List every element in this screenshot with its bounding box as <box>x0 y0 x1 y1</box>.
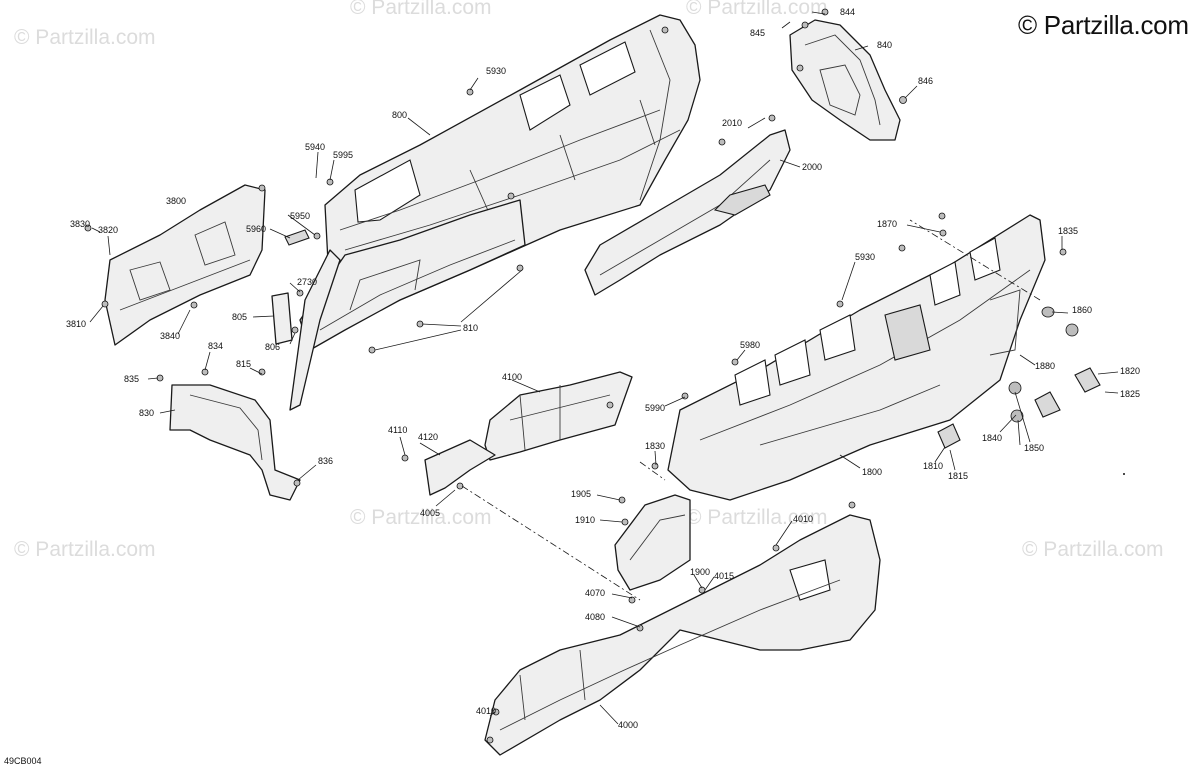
watermark: © Partzilla.com <box>686 0 828 19</box>
callout-1810: 1810 <box>923 461 943 471</box>
callout-815: 815 <box>236 359 251 369</box>
callout-5995: 5995 <box>333 150 353 160</box>
callout-5930-right: 5930 <box>855 252 875 262</box>
callout-3800: 3800 <box>166 196 186 206</box>
part-1860-grommets <box>937 306 1101 449</box>
callout-4010-lower: 4010 <box>476 706 496 716</box>
callout-1835: 1835 <box>1058 226 1078 236</box>
callout-4070: 4070 <box>585 588 605 598</box>
callout-1825: 1825 <box>1120 389 1140 399</box>
part-4100-box <box>401 371 633 496</box>
watermark: © Partzilla.com <box>14 538 156 561</box>
callout-1880: 1880 <box>1035 361 1055 371</box>
watermark: © Partzilla.com <box>350 506 492 529</box>
callout-1800: 1800 <box>862 467 882 477</box>
callout-4120: 4120 <box>418 432 438 442</box>
callout-1850: 1850 <box>1024 443 1044 453</box>
callout-846: 846 <box>918 76 933 86</box>
callout-5940: 5940 <box>305 142 325 152</box>
part-830-bracket <box>156 368 301 501</box>
callout-4015: 4015 <box>714 571 734 581</box>
part-2000-rail <box>584 114 791 296</box>
callout-806: 806 <box>265 342 280 352</box>
watermark: © Partzilla.com <box>1022 538 1164 561</box>
callout-1900: 1900 <box>690 567 710 577</box>
callout-2000: 2000 <box>802 162 822 172</box>
callout-5960: 5960 <box>246 224 266 234</box>
callout-3840: 3840 <box>160 331 180 341</box>
part-3800-cover <box>84 184 266 346</box>
watermark: © Partzilla.com <box>350 0 492 19</box>
callout-4100: 4100 <box>502 372 522 382</box>
callout-3830: 3830 <box>70 219 90 229</box>
callout-4000: 4000 <box>618 720 638 730</box>
callout-5930-upper: 5930 <box>486 66 506 76</box>
copyright-label: © Partzilla.com <box>1018 10 1189 40</box>
part-800-panel <box>289 14 701 411</box>
callout-1860: 1860 <box>1072 305 1092 315</box>
callout-1905: 1905 <box>571 489 591 499</box>
callout-844: 844 <box>840 7 855 17</box>
part-4000-base <box>484 501 881 756</box>
watermark: © Partzilla.com <box>14 26 156 49</box>
callout-1840: 1840 <box>982 433 1002 443</box>
callout-1870: 1870 <box>877 219 897 229</box>
watermark: © Partzilla.com <box>686 506 828 529</box>
callout-4010-upper: 4010 <box>793 514 813 524</box>
callout-2010: 2010 <box>722 118 742 128</box>
callout-4005: 4005 <box>420 508 440 518</box>
callout-1910: 1910 <box>575 515 595 525</box>
callout-830: 830 <box>139 408 154 418</box>
callout-840: 840 <box>877 40 892 50</box>
callout-4110: 4110 <box>388 425 407 435</box>
callout-1830: 1830 <box>645 441 665 451</box>
callout-1815: 1815 <box>948 471 968 481</box>
callout-2730: 2730 <box>297 277 317 287</box>
callout-845: 845 <box>750 28 765 38</box>
part-805-bracket <box>271 229 321 345</box>
diagram-code: 49CB004 <box>4 756 42 766</box>
callout-835: 835 <box>124 374 139 384</box>
callout-3820: 3820 <box>98 225 118 235</box>
part-840-cover <box>789 8 907 141</box>
callout-836: 836 <box>318 456 333 466</box>
callout-5950: 5950 <box>290 211 310 221</box>
callout-5990: 5990 <box>645 403 665 413</box>
stray-mark <box>1123 473 1125 475</box>
callout-1820: 1820 <box>1120 366 1140 376</box>
callout-834: 834 <box>208 341 223 351</box>
part-1800-panel <box>651 212 1067 501</box>
callout-810: 810 <box>463 323 478 333</box>
watermark-layer: © Partzilla.com © Partzilla.com © Partzi… <box>14 0 1164 561</box>
callout-4080: 4080 <box>585 612 605 622</box>
callout-3810: 3810 <box>66 319 86 329</box>
leader-lines <box>89 11 1119 725</box>
callout-5980: 5980 <box>740 340 760 350</box>
callout-labels: 844 845 840 846 5930 800 2010 2000 5940 … <box>66 7 1140 730</box>
callout-805: 805 <box>232 312 247 322</box>
callout-800: 800 <box>392 110 407 120</box>
part-1900-bracket <box>614 494 691 591</box>
